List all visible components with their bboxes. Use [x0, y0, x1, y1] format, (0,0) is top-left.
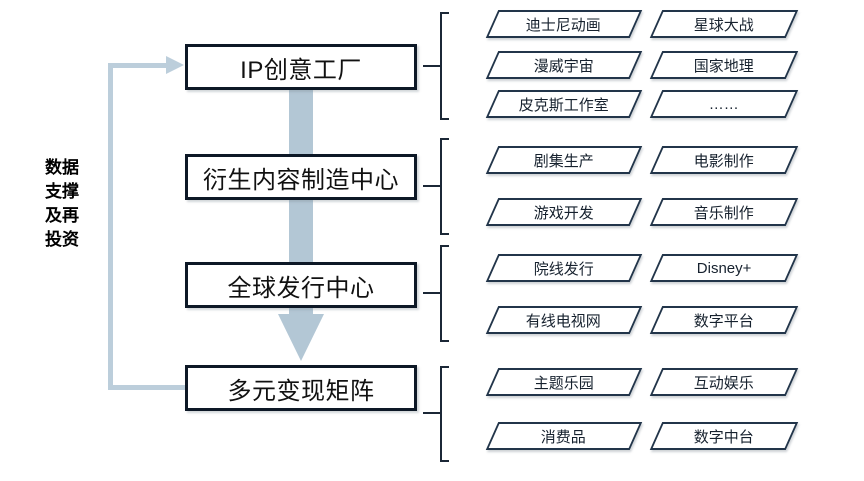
feedback-label: 数据 支撑 及再 投资: [45, 158, 79, 249]
item-interactive-entertainment: 互动娱乐: [649, 368, 799, 396]
stage-box-ip-creative-factory: IP创意工厂: [185, 44, 417, 90]
item-series-production: 剧集生产: [485, 146, 643, 174]
item-digital-platform: 数字平台: [649, 306, 799, 334]
bracket-stem-2: [423, 185, 440, 187]
bracket-group-3: [440, 245, 449, 342]
bracket-stem-4: [423, 412, 440, 414]
stage-box-label: 衍生内容制造中心: [203, 166, 399, 194]
item-pixar-studio: 皮克斯工作室: [485, 90, 643, 118]
item-theatrical-release: 院线发行: [485, 254, 643, 282]
item-disney-animation: 迪士尼动画: [485, 10, 643, 38]
stage-box-content-manufacturing-center: 衍生内容制造中心: [185, 154, 417, 200]
item-music-production: 音乐制作: [649, 198, 799, 226]
stage-box-label: 多元变现矩阵: [227, 377, 375, 405]
stage-box-label: 全球发行中心: [227, 274, 375, 302]
feedback-arrowhead-icon: [166, 56, 184, 74]
stage-box-monetization-matrix: 多元变现矩阵: [185, 365, 417, 411]
item-disney-plus: Disney+: [649, 254, 799, 282]
feedback-line-top: [108, 63, 168, 68]
item-national-geographic: 国家地理: [649, 51, 799, 79]
item-marvel-universe: 漫威宇宙: [485, 51, 643, 79]
stage-box-label: IP创意工厂: [240, 56, 362, 84]
stage-box-global-distribution-center: 全球发行中心: [185, 262, 417, 308]
bracket-stem-3: [423, 292, 440, 294]
item-ellipsis: ……: [649, 90, 799, 118]
item-theme-parks: 主题乐园: [485, 368, 643, 396]
feedback-line-bottom: [108, 385, 186, 390]
item-cable-tv-network: 有线电视网: [485, 306, 643, 334]
flow-arrowhead-icon: [278, 314, 324, 361]
bracket-group-2: [440, 138, 449, 235]
item-star-wars: 星球大战: [649, 10, 799, 38]
bracket-group-4: [440, 366, 449, 462]
item-game-development: 游戏开发: [485, 198, 643, 226]
item-film-production: 电影制作: [649, 146, 799, 174]
item-digital-middle-platform: 数字中台: [649, 422, 799, 450]
item-consumer-products: 消费品: [485, 422, 643, 450]
bracket-stem-1: [423, 65, 440, 67]
feedback-line-vertical: [108, 63, 113, 390]
bracket-group-1: [440, 12, 449, 120]
